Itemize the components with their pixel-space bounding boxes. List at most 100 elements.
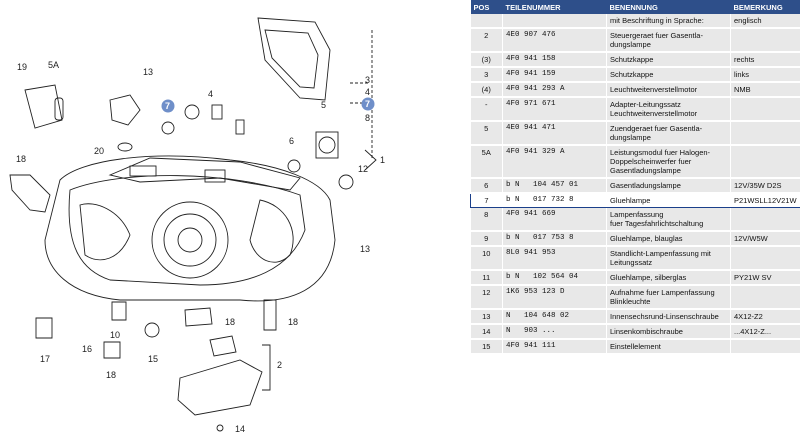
remark-cell: 12V/35W D2S [730, 178, 800, 194]
callout-20: 20 [94, 146, 104, 156]
callout-3: 3 [365, 75, 370, 85]
pos-cell: 13 [470, 309, 503, 325]
remark-cell: PY21W SV [730, 270, 800, 286]
description-cell: Linsenkombischraube [606, 324, 731, 340]
description-cell: Lampenfassung fuer Tagesfahrlichtschaltu… [606, 207, 731, 232]
callout-7-right: 7 [365, 99, 370, 109]
remark-cell [730, 207, 800, 232]
part-number-cell: 4F0 941 293 A [502, 82, 607, 98]
description-cell: mit Beschriftung in Sprache: [606, 14, 731, 29]
part-number-cell: 4F0 941 111 [502, 339, 607, 355]
parts-list-panel: POS TEILENUMMER BENENNUNG BEMERKUNG mit … [470, 0, 800, 440]
remark-cell [730, 97, 800, 122]
callout-18-lower: 18 [106, 370, 116, 380]
part-number-cell: 4F0 941 329 A [502, 145, 607, 179]
callout-4: 4 [208, 89, 213, 99]
part-number-cell: N 104 648 02 [502, 309, 607, 325]
callout-1: 1 [380, 155, 385, 165]
parts-table-header: POS TEILENUMMER BENENNUNG BEMERKUNG [470, 0, 800, 14]
pos-cell: 12 [470, 285, 503, 310]
remark-cell [730, 285, 800, 310]
pos-cell: 9 [470, 231, 503, 247]
part-number-cell: b N 017 753 8 [502, 231, 607, 247]
pos-cell: 2 [470, 28, 503, 53]
callout-17: 17 [40, 354, 50, 364]
callout-7-highlighted: 7 [165, 101, 170, 111]
part-number-cell: b N 102 564 04 [502, 270, 607, 286]
header-part-number: TEILENUMMER [502, 0, 607, 14]
callout-14: 14 [235, 424, 245, 434]
callout-13: 13 [143, 67, 153, 77]
part-number-cell: N 903 ... [502, 324, 607, 340]
callout-12: 12 [358, 164, 368, 174]
header-remark: BEMERKUNG [730, 0, 800, 14]
pos-cell: 5A [470, 145, 503, 179]
callout-5: 5 [321, 100, 326, 110]
callout-4-right: 4 [365, 87, 370, 97]
highlight-marker-7-right [361, 97, 375, 111]
description-cell: Aufnahme fuer Lampenfassung Blinkleuchte [606, 285, 731, 310]
remark-cell: P21WSLL12V21W [730, 192, 800, 208]
description-cell: Gluehlampe, blauglas [606, 231, 731, 247]
callout-5a: 5A [48, 60, 59, 70]
remark-cell [730, 246, 800, 271]
remark-cell: links [730, 67, 800, 83]
exploded-parts-diagram: 19 5A 13 7 4 18 20 6 3 4 7 8 12 5 1 13 1… [9, 17, 385, 434]
description-cell: Gluehlampe, silberglas [606, 270, 731, 286]
callout-8: 8 [365, 113, 370, 123]
callout-10: 10 [110, 330, 120, 340]
pos-cell: 5 [470, 121, 503, 146]
description-cell: Einstellelement [606, 339, 731, 355]
description-cell: Adapter-Leitungssatz Leuchtweitenverstel… [606, 97, 731, 122]
callout-18: 18 [16, 154, 26, 164]
remark-cell [730, 145, 800, 179]
remark-cell [730, 339, 800, 355]
part-number-cell: 4F0 941 158 [502, 52, 607, 68]
part-number-cell: 4E0 907 476 [502, 28, 607, 53]
remark-cell: rechts [730, 52, 800, 68]
pos-cell: 15 [470, 339, 503, 355]
pos-cell: - [470, 97, 503, 122]
remark-cell [730, 28, 800, 53]
description-cell: Leuchtweitenverstellmotor [606, 82, 731, 98]
part-number-cell: b N 104 457 01 [502, 178, 607, 194]
part-number-cell: b N 017 732 8 [502, 192, 607, 208]
pos-cell: 6 [470, 178, 503, 194]
table-row[interactable]: mit Beschriftung in Sprache:englisch [470, 14, 800, 29]
callout-2: 2 [277, 360, 282, 370]
pos-cell: 3 [470, 67, 503, 83]
callout-18-center: 18 [225, 317, 235, 327]
pos-cell: 10 [470, 246, 503, 271]
part-number-cell: 8L0 941 953 [502, 246, 607, 271]
remark-cell: ...4X12-Z... [730, 324, 800, 340]
callout-15: 15 [148, 354, 158, 364]
callout-6: 6 [289, 136, 294, 146]
pos-cell: 11 [470, 270, 503, 286]
part-number-cell: 1K6 953 123 D [502, 285, 607, 310]
header-description: BENENNUNG [606, 0, 731, 14]
description-cell: Zuendgeraet fuer Gasentla- dungslampe [606, 121, 731, 146]
remark-cell: englisch [730, 14, 800, 29]
part-number-cell: 4F0 941 159 [502, 67, 607, 83]
remark-cell: NMB [730, 82, 800, 98]
header-pos: POS [470, 0, 503, 14]
description-cell: Gasentladungslampe [606, 178, 731, 194]
description-cell: Leistungsmodul fuer Halogen- Doppelschei… [606, 145, 731, 179]
